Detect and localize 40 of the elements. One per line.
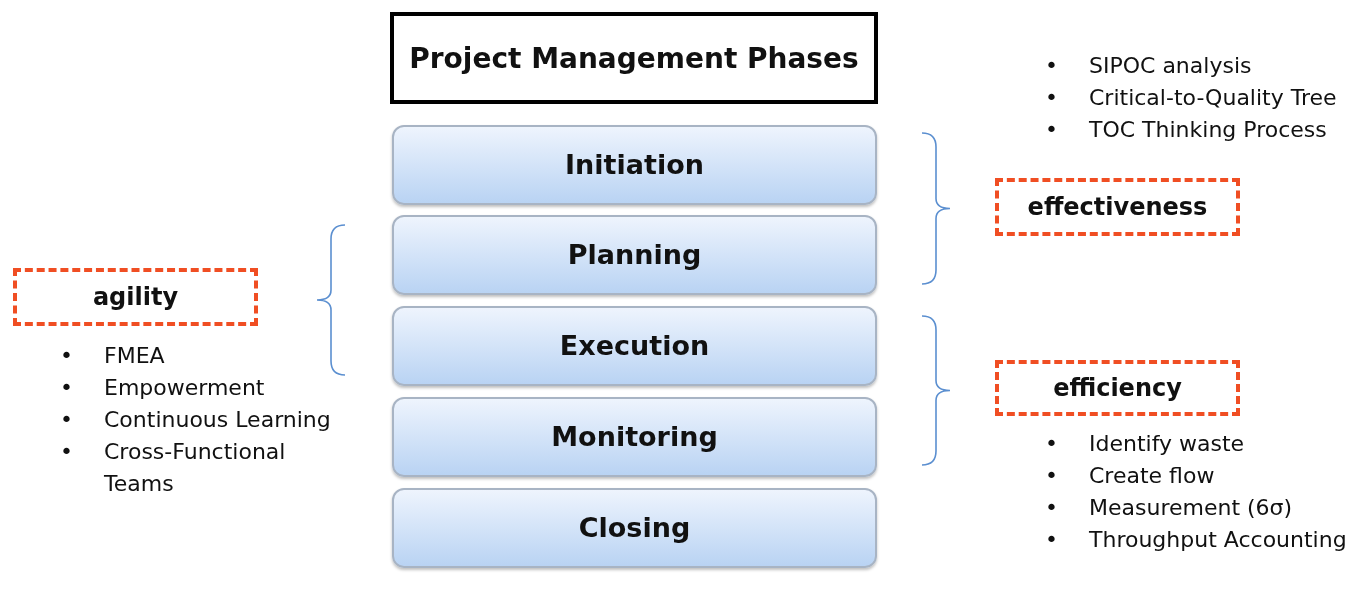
box-label: Initiation	[565, 148, 704, 182]
category-box	[995, 360, 1240, 416]
list-item-text: Measurement (6σ)	[1089, 494, 1293, 522]
bullet-mark: •	[1045, 52, 1059, 80]
list-item-text: Critical-to-Quality Tree	[1089, 84, 1337, 112]
list-item-text: Throughput Accounting	[1089, 526, 1347, 554]
bullet-mark: •	[1045, 430, 1059, 458]
list-item-text: FMEA	[104, 342, 165, 370]
category-box	[995, 178, 1240, 236]
list-item-text: Create flow	[1089, 462, 1215, 490]
list-item-text: Empowerment	[104, 374, 265, 402]
box-label: efficiency	[1053, 373, 1182, 403]
phase-box	[392, 488, 877, 568]
list-item-text: TOC Thinking Process	[1089, 116, 1327, 144]
box-label: agility	[92, 282, 179, 312]
bullet-mark: •	[1045, 84, 1059, 112]
title-box	[390, 12, 878, 104]
box-label: Project Management Phases	[409, 40, 859, 76]
phase-box	[392, 125, 877, 205]
bullet-mark: •	[1045, 494, 1059, 522]
bullet-mark: •	[60, 438, 74, 466]
list-item-text: Cross-Functional Teams	[104, 438, 287, 498]
phase-box	[392, 397, 877, 477]
box-label: effectiveness	[1027, 192, 1208, 222]
bullet-mark: •	[60, 342, 74, 370]
bullet-mark: •	[60, 374, 74, 402]
box-label: Execution	[559, 329, 710, 363]
list-item-text: SIPOC analysis	[1089, 52, 1252, 80]
bullet-mark: •	[1045, 116, 1059, 144]
list-item-text: Continuous Learning	[104, 406, 331, 434]
bullet-mark: •	[60, 406, 74, 434]
bullet-mark: •	[1045, 462, 1059, 490]
bullet-mark: •	[1045, 526, 1059, 554]
phase-box	[392, 215, 877, 295]
box-label: Monitoring	[551, 420, 718, 454]
category-box	[13, 268, 258, 326]
list-item-text: Identify waste	[1089, 430, 1245, 458]
box-label: Closing	[578, 511, 691, 545]
box-label: Planning	[567, 238, 702, 272]
phase-box	[392, 306, 877, 386]
